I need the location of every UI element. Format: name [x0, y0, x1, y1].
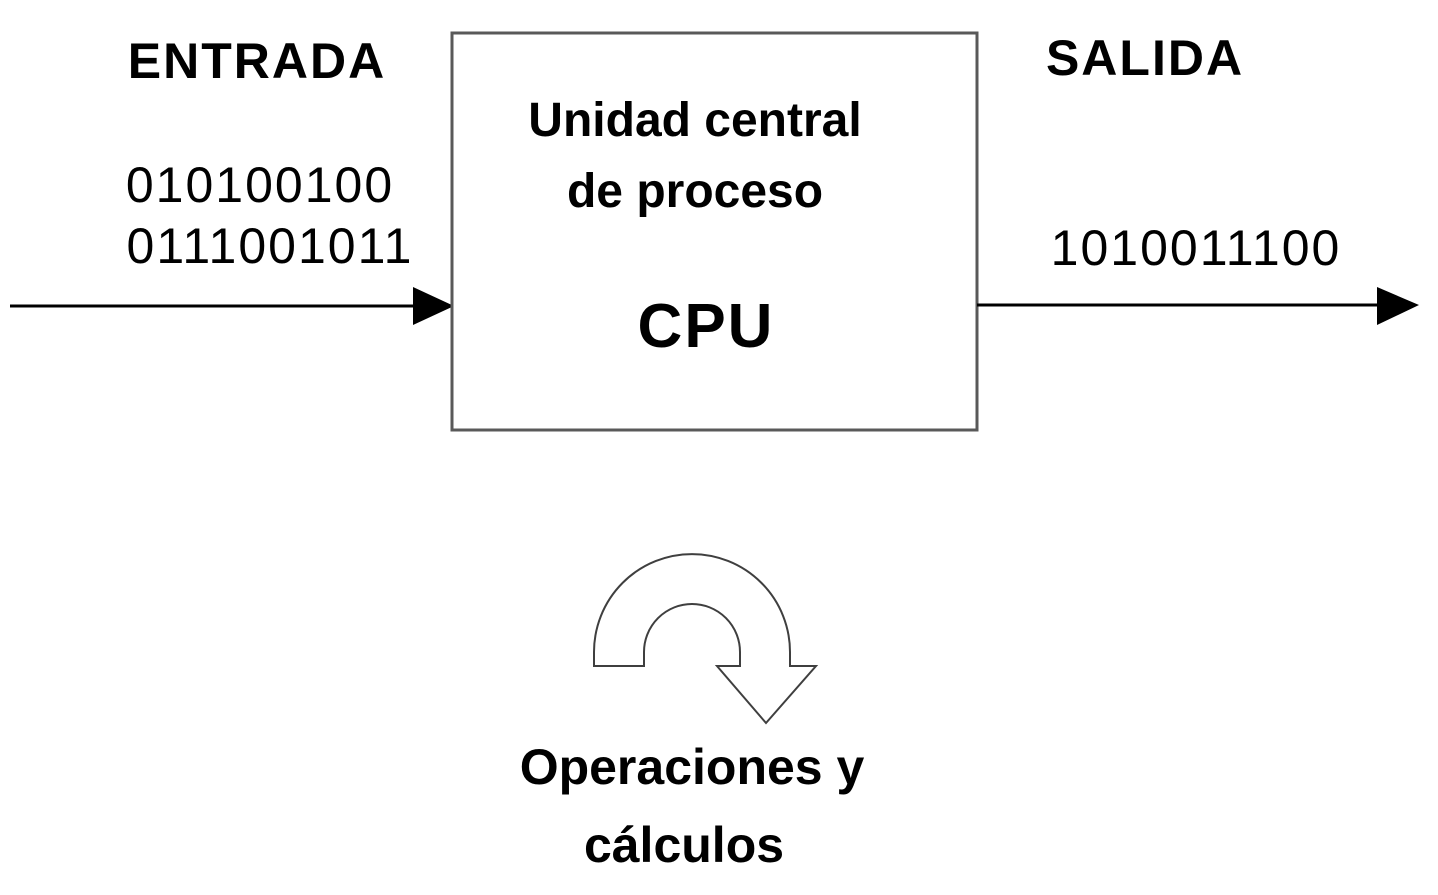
input-binary-line-1: 010100100	[125, 157, 395, 213]
cpu-box-title-line-1: Unidad central	[528, 94, 862, 147]
cpu-acronym: CPU	[637, 292, 775, 361]
cpu-box-outline	[450, 31, 979, 432]
input-arrow-head-icon	[413, 287, 454, 325]
output-label: SALIDA	[1045, 30, 1245, 86]
cpu-box-title-line-2: de proceso	[566, 165, 824, 218]
process-label-line-1: Operaciones y	[519, 739, 865, 795]
output-binary: 1010011100	[1050, 220, 1342, 276]
input-binary-line-2: 0111001011	[126, 218, 414, 274]
input-label: ENTRADA	[127, 33, 387, 89]
process-loop-arrow-icon	[593, 553, 819, 725]
process-label-line-2: cálculos	[583, 817, 785, 873]
output-arrow-head-icon	[1377, 287, 1419, 325]
